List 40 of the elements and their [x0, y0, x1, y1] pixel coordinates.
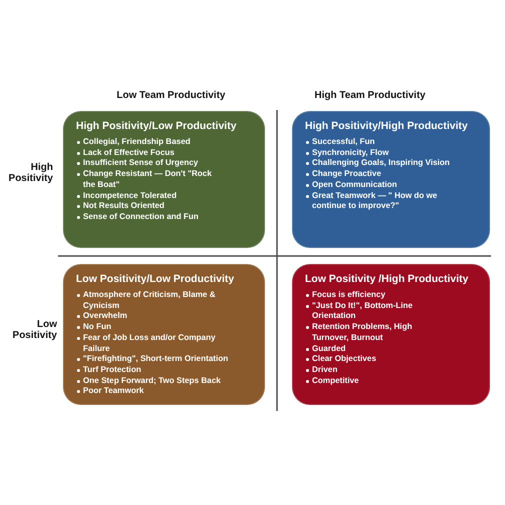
list-item: Retention Problems, High Turnover, Burnout — [312, 322, 414, 344]
list-item: Great Teamwork — " How do we continue to improve?" — [312, 190, 438, 212]
list-item: Lack of Effective Focus — [83, 148, 176, 158]
list-item: Open Communication — [312, 180, 398, 191]
list-item: Change Proactive — [312, 169, 382, 180]
list-item: "Firefighting", Short-term Orientation — [83, 354, 230, 365]
quadrant-heading: High Positivity/Low Productivity — [76, 120, 236, 133]
list-item: Collegial, Friendship Based — [83, 137, 192, 148]
list-item: Incompetence Tolerated — [83, 190, 178, 202]
column-header: High Team Productivity — [314, 90, 426, 101]
quadrant-heading: Low Positivity/Low Productivity — [76, 273, 234, 286]
list-item: Atmosphere of Criticism, Blame & Cynicism — [83, 290, 216, 312]
list-item: Guarded — [312, 344, 347, 354]
list-item: Overwhelm — [83, 311, 128, 322]
list-item: Successful, Fun — [312, 137, 376, 148]
list-item: No Fun — [83, 322, 112, 333]
quadrant-card — [63, 264, 265, 405]
row-header: High Positivity — [8, 162, 53, 184]
list-item: Insufficient Sense of Urgency — [83, 158, 200, 170]
list-item: Clear Objectives — [312, 354, 378, 365]
row-header: Low Positivity — [12, 319, 57, 341]
list-item: One Step Forward; Two Steps Back — [83, 376, 222, 386]
list-item: Change Resistant — Don't "Rock the Boat" — [83, 169, 213, 191]
list-item: "Just Do It!", Bottom-Line Orientation — [312, 300, 414, 322]
quadrant-heading: Low Positivity /High Productivity — [305, 273, 468, 286]
quadrant-card — [63, 111, 265, 248]
list-item: Sense of Connection and Fun — [83, 212, 200, 223]
list-item: Fear of Job Loss and/or Company Failure — [83, 332, 216, 354]
list-item: Focus is efficiency — [312, 290, 386, 301]
list-item: Competitive — [312, 376, 360, 386]
list-item: Driven — [312, 364, 338, 376]
column-header: Low Team Productivity — [116, 90, 226, 101]
list-item: Poor Teamwork — [83, 386, 145, 398]
list-item: Synchronicity, Flow — [312, 148, 390, 158]
list-item: Not Results Oriented — [83, 201, 166, 212]
quadrant-heading: High Positivity/High Productivity — [305, 120, 468, 133]
list-item: Turf Protection — [83, 364, 142, 376]
quadrant-card — [292, 264, 490, 405]
list-item: Challenging Goals, Inspiring Vision — [312, 158, 451, 170]
quadrant-card — [292, 111, 490, 248]
